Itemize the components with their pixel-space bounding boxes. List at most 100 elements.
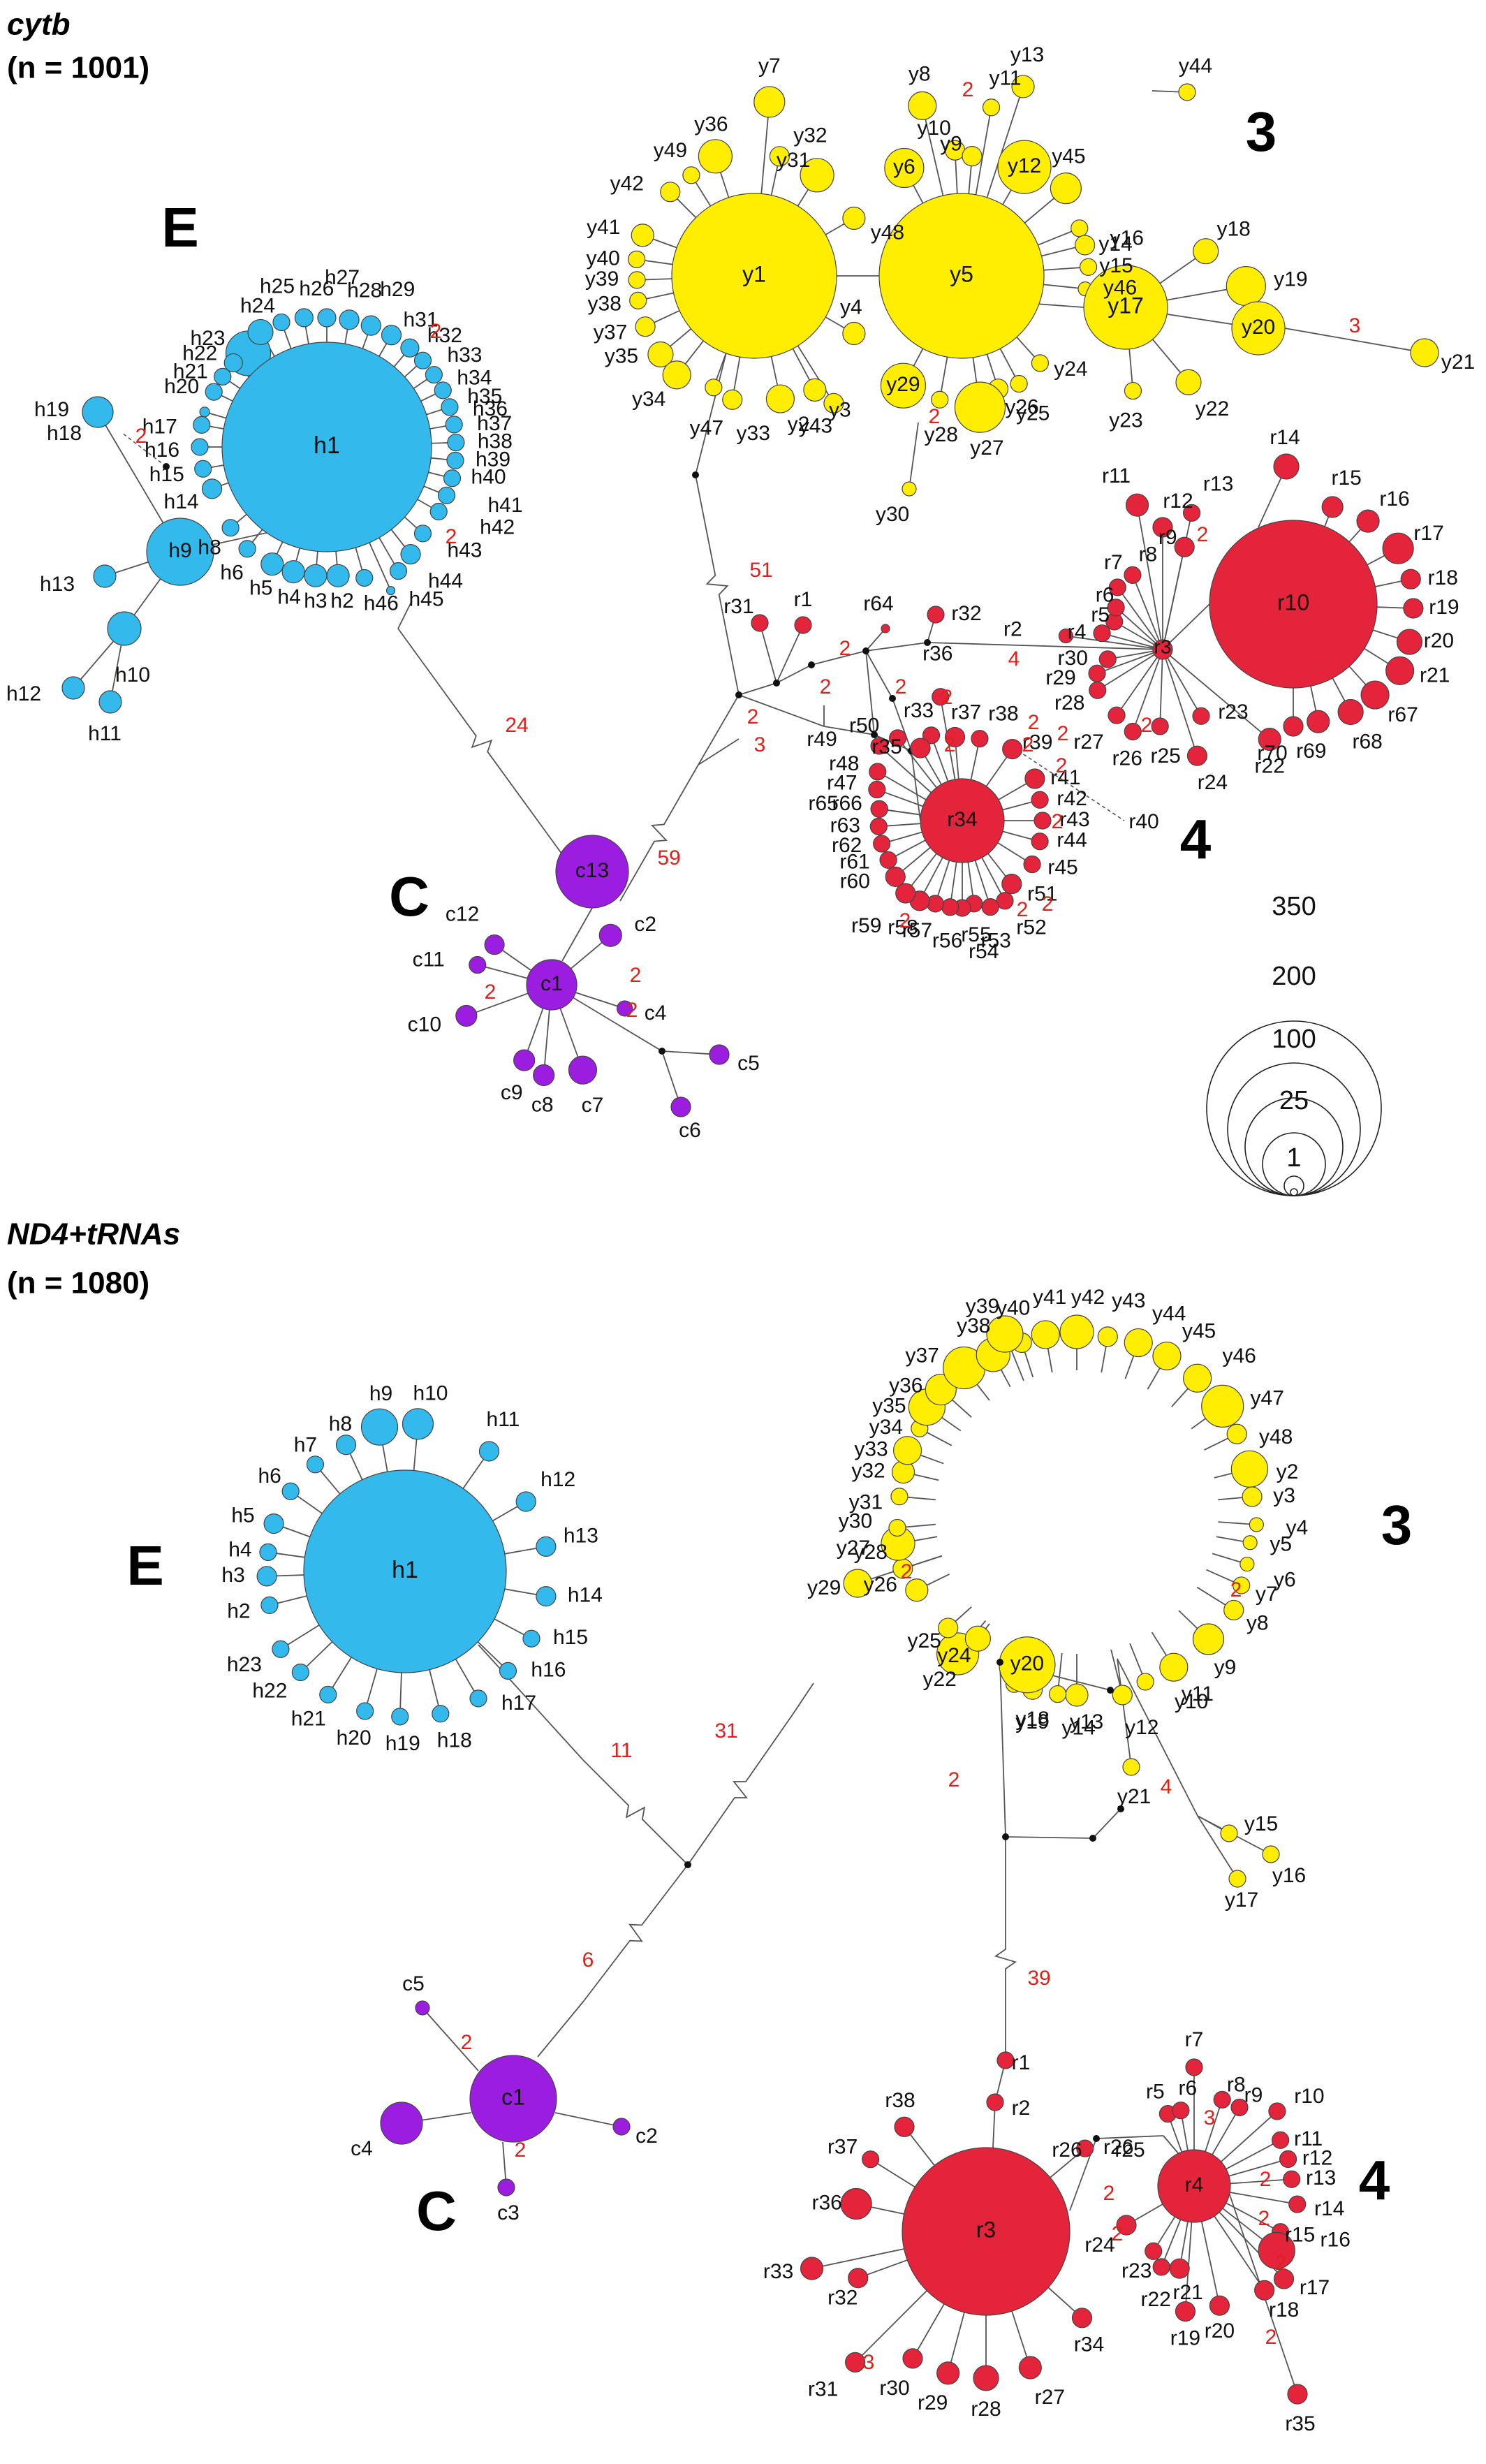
haplotype-node-r36 (840, 2187, 872, 2220)
mutation-step-count: 2 (1141, 714, 1153, 737)
haplotype-label: y31 (777, 149, 810, 172)
legend-size-25: 25 (1279, 1086, 1309, 1115)
haplotype-node-r12 (1152, 517, 1173, 538)
haplotype-node-y9 (962, 146, 983, 167)
clade-label-4: 4 (1180, 808, 1212, 870)
haplotype-node-h45 (389, 562, 408, 580)
haplotype-node-y18 (1193, 238, 1219, 265)
haplotype-label: y8 (1246, 1611, 1269, 1634)
haplotype-label: h5 (249, 577, 272, 600)
haplotype-label: r51 (1027, 883, 1057, 906)
haplotype-node-y30 (902, 481, 917, 497)
haplotype-label: h2 (227, 1599, 250, 1622)
network-edge (759, 622, 777, 684)
haplotype-label: r66 (832, 792, 862, 815)
median-vector (1093, 2135, 1100, 2142)
haplotype-label: r35 (871, 735, 902, 758)
network-edge (811, 2248, 904, 2269)
haplotype-label: y11 (989, 67, 1021, 90)
haplotype-node-r25 (1151, 717, 1169, 735)
haplotype-label: h39 (476, 448, 510, 471)
haplotype-label: h6 (258, 1465, 281, 1488)
haplotype-label: c1 (501, 2084, 525, 2109)
haplotype-node-r61 (879, 851, 897, 869)
haplotype-node-y2 (1230, 1450, 1269, 1488)
haplotype-node-r6 (1172, 2102, 1190, 2120)
haplotype-node-r9 (1174, 536, 1195, 557)
haplotype-label: r14 (1270, 426, 1300, 449)
haplotype-label: r34 (1074, 2333, 1104, 2356)
haplotype-label: r15 (1285, 2224, 1315, 2247)
haplotype-node-h9 (360, 1408, 399, 1446)
clade-label-3b: 3 (1381, 1494, 1413, 1556)
haplotype-label: y10 (1175, 1690, 1208, 1713)
haplotype-label: h18 (437, 1729, 472, 1752)
haplotype-node-h38 (447, 433, 465, 452)
haplotype-label: h5 (231, 1504, 254, 1527)
haplotype-node-r10 (1209, 520, 1378, 689)
haplotype-node-c5 (415, 2000, 430, 2016)
haplotype-label: y14 (1098, 233, 1132, 256)
haplotype-node-r21 (1385, 656, 1415, 685)
mutation-step-count: 3 (754, 733, 766, 756)
haplotype-label: h2 (330, 589, 353, 613)
median-vector (1107, 1687, 1114, 1694)
mutation-step-count: 4 (1161, 1775, 1172, 1798)
haplotype-label: r40 (1128, 810, 1158, 833)
sample-size-cytb: (n = 1001) (7, 51, 149, 85)
haplotype-node-h4 (281, 560, 305, 584)
haplotype-label: y42 (1071, 1286, 1105, 1309)
haplotype-node-r1 (794, 616, 812, 634)
network-edge (397, 600, 413, 629)
haplotype-label: y45 (1052, 145, 1085, 168)
haplotype-node-y30 (888, 1518, 906, 1537)
network-edge (1066, 635, 1163, 650)
haplotype-node-h46 (355, 569, 374, 587)
haplotype-label: r54 (969, 940, 999, 963)
long-branch-edge (619, 764, 699, 902)
haplotype-label: r13 (1203, 472, 1233, 495)
haplotype-node-c11 (469, 955, 487, 974)
network-edge (554, 2112, 622, 2127)
haplotype-node-r14 (1273, 453, 1300, 480)
haplotype-label: r37 (827, 2136, 858, 2159)
haplotype-label: h31 (403, 309, 438, 332)
haplotype-node-y44 (1178, 83, 1196, 101)
network-edge (865, 628, 886, 652)
network-edge (811, 650, 867, 666)
haplotype-label: r3 (1154, 636, 1172, 657)
mutation-step-count: 4 (1008, 647, 1020, 670)
haplotype-label: r18 (1428, 566, 1458, 589)
haplotype-node-y45 (1050, 173, 1082, 205)
haplotype-label: c2 (634, 913, 656, 936)
haplotype-label: r63 (830, 814, 860, 837)
network-edge (1284, 328, 1425, 353)
haplotype-node-r39 (1002, 739, 1023, 760)
haplotype-node-r45 (1023, 855, 1041, 874)
haplotype-node-r16 (1356, 509, 1380, 533)
haplotype-label: y26 (1005, 396, 1038, 419)
haplotype-label: y13 (1010, 43, 1044, 66)
haplotype-node-h12 (61, 676, 85, 700)
haplotype-label: c4 (645, 1002, 667, 1025)
haplotype-label: r1 (1012, 2051, 1031, 2074)
haplotype-node-r60 (885, 866, 906, 887)
haplotype-label: h16 (145, 439, 179, 462)
legend-size-1: 1 (1286, 1143, 1301, 1173)
haplotype-label: r57 (902, 919, 932, 942)
legend-size-350: 350 (1272, 892, 1316, 921)
haplotype-node-h42 (429, 502, 448, 521)
clade-label-4b: 4 (1359, 2149, 1390, 2211)
haplotype-node-r7 (1185, 2058, 1203, 2076)
network-edge (1096, 649, 1163, 675)
haplotype-label: r64 (863, 592, 893, 615)
haplotype-label: r45 (1047, 856, 1077, 879)
haplotype-node-h33 (413, 351, 432, 369)
haplotype-label: r21 (1420, 663, 1450, 687)
haplotype-label: r17 (1300, 2276, 1330, 2299)
haplotype-node-r42 (1031, 791, 1049, 809)
haplotype-label: y41 (587, 216, 620, 239)
haplotype-label: h10 (413, 1382, 448, 1405)
haplotype-node-r70 (1283, 716, 1304, 737)
haplotype-label: y6 (893, 155, 915, 178)
